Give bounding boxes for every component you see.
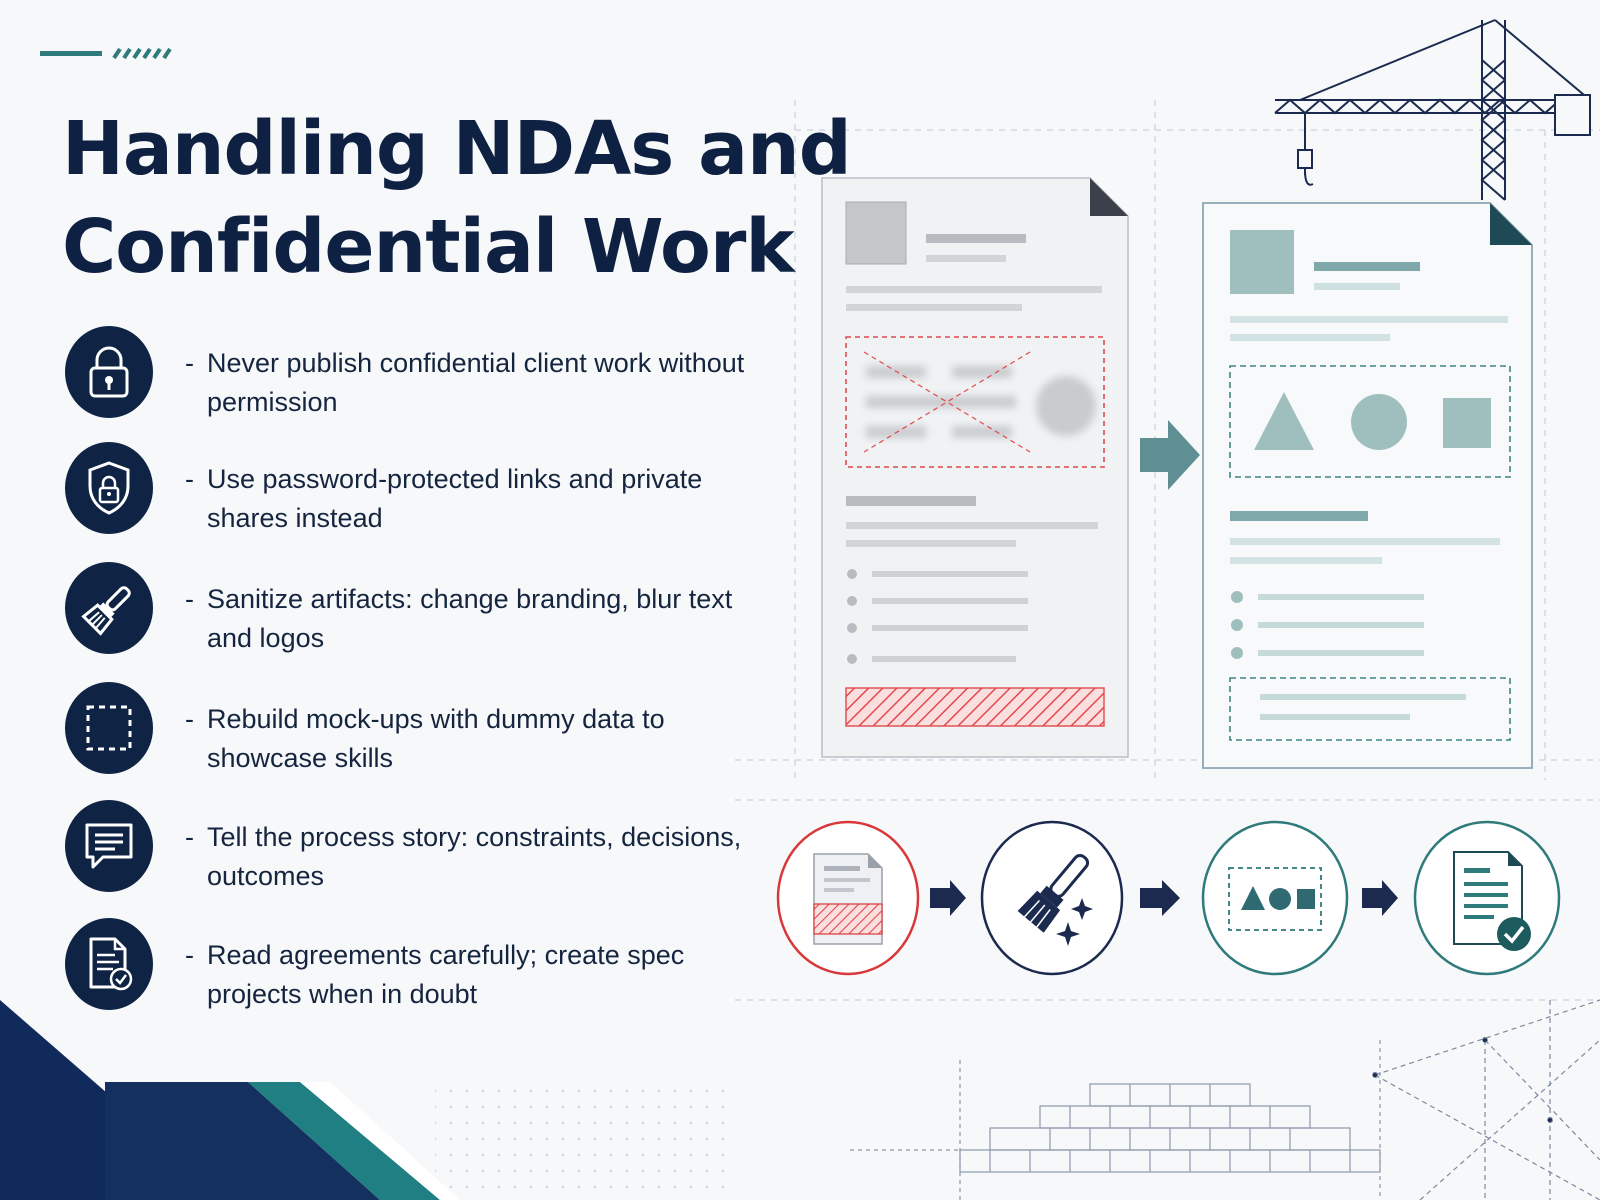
title-line-2: Confidential Work — [62, 204, 795, 290]
brick-wall-illustration — [850, 1040, 1381, 1200]
page-title: Handling NDAs and Confidential Work — [62, 100, 852, 296]
process-flow — [776, 820, 1561, 976]
brush-icon — [65, 562, 153, 654]
header-accent — [40, 47, 172, 60]
tip-text: Rebuild mock-ups with dummy data to show… — [207, 704, 665, 773]
crane-illustration — [1274, 19, 1591, 201]
tip-text: Tell the process story: constraints, dec… — [207, 822, 742, 891]
transform-arrow — [1140, 420, 1200, 490]
sanitized-document — [1202, 202, 1533, 769]
dot-grid-decoration — [435, 1080, 725, 1200]
bullet-dash: - — [185, 584, 194, 614]
blueprint-lattice — [1371, 999, 1600, 1200]
tip-item: - Read agreements carefully; create spec… — [65, 918, 745, 1014]
title-line-1: Handling NDAs and — [62, 106, 852, 192]
tip-item: - Use password-protected links and priva… — [65, 442, 745, 538]
corner-shapes — [0, 1000, 460, 1200]
chat-bubble-icon — [65, 800, 153, 892]
flow-arrow-3 — [1362, 880, 1398, 916]
tip-item: - Never publish confidential client work… — [65, 326, 745, 422]
tip-text: Sanitize artifacts: change branding, blu… — [207, 584, 733, 653]
tips-list: - Never publish confidential client work… — [0, 0, 760, 1200]
flow-arrow-1 — [930, 880, 966, 916]
tip-text: Read agreements carefully; create spec p… — [207, 940, 685, 1009]
flow-arrow-2 — [1140, 880, 1180, 916]
bullet-dash: - — [185, 704, 194, 734]
tip-text: Never publish confidential client work w… — [207, 348, 745, 417]
process-step-approved-document — [1413, 820, 1561, 976]
bullet-dash: - — [185, 348, 194, 378]
tip-item: - Rebuild mock-ups with dummy data to sh… — [65, 682, 745, 778]
confidential-document — [821, 177, 1129, 758]
process-step-brush-sparkle — [980, 820, 1124, 976]
bullet-dash: - — [185, 464, 194, 494]
process-step-redacted-document — [776, 820, 920, 976]
bullet-dash: - — [185, 822, 194, 852]
tip-item: - Sanitize artifacts: change branding, b… — [65, 562, 745, 658]
tip-item: - Tell the process story: constraints, d… — [65, 800, 745, 896]
tip-text: Use password-protected links and private… — [207, 464, 703, 533]
shield-lock-icon — [65, 442, 153, 534]
bullet-dash: - — [185, 940, 194, 970]
process-step-shapes-placeholder — [1201, 820, 1349, 976]
lock-icon — [65, 326, 153, 418]
document-check-icon — [65, 918, 153, 1010]
dashed-frame-icon — [65, 682, 153, 774]
